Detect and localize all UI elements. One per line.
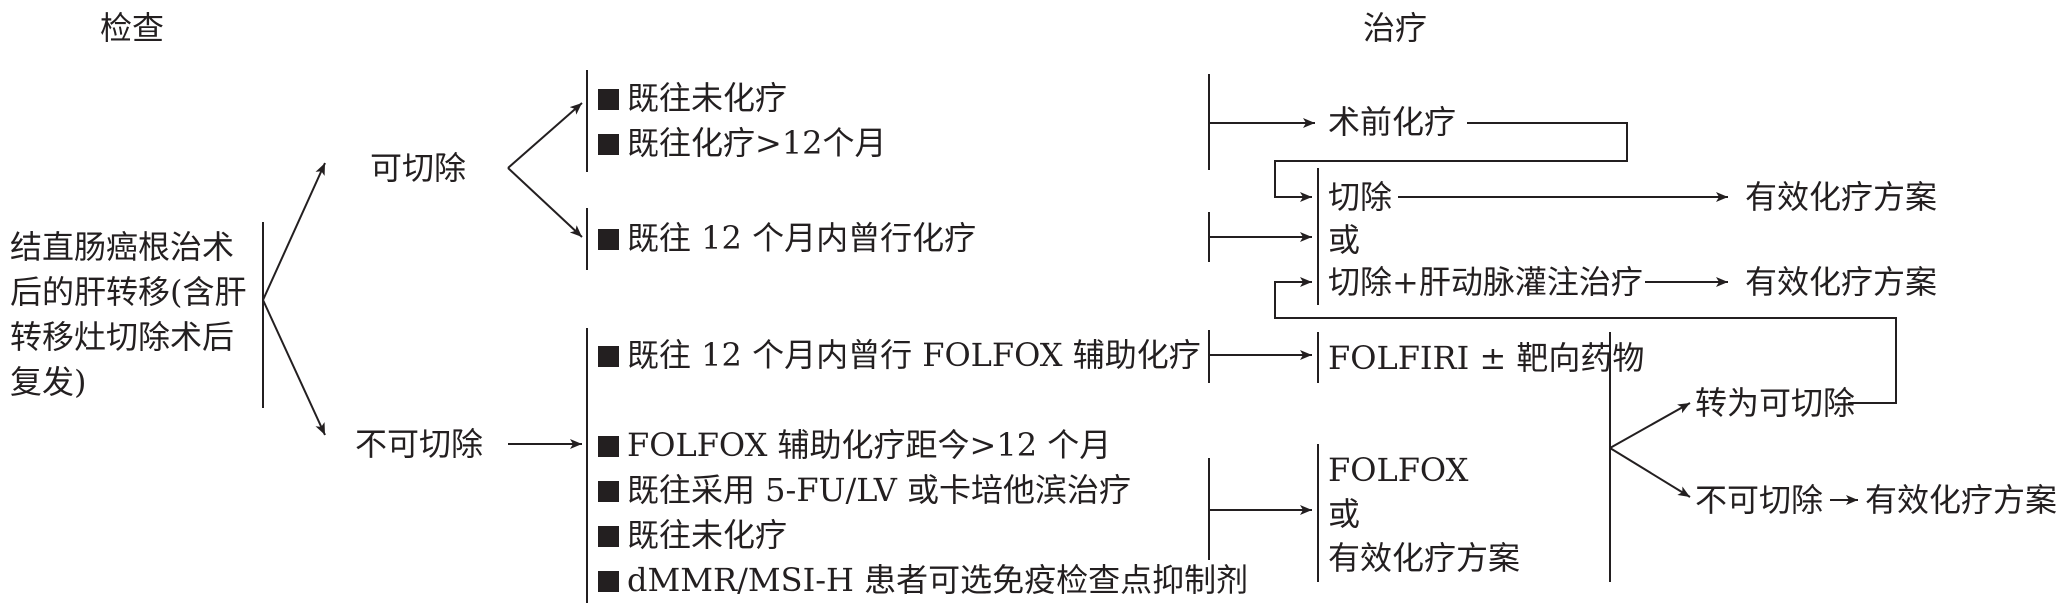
condition-item: dMMR/MSI-H 患者可选免疫检查点抑制剂 bbox=[598, 560, 1248, 600]
treatment-or: 或 bbox=[1328, 495, 1361, 533]
bullet-square bbox=[598, 346, 619, 367]
bullet-square bbox=[598, 526, 619, 547]
treatment-folfox: FOLFOX bbox=[1328, 451, 1469, 489]
condition-item: 既往未化疗 bbox=[598, 515, 787, 555]
bullet-square bbox=[598, 481, 619, 502]
treatment-folfiri: FOLFIRI ± 靶向药物 bbox=[1328, 339, 1645, 377]
root-line-2: 后的肝转移(含肝 bbox=[10, 273, 247, 311]
bullet-square bbox=[598, 134, 619, 155]
bullet-square bbox=[598, 89, 619, 110]
outcome-still-unresectable: 不可切除 bbox=[1695, 481, 1824, 519]
arrow-resectable-to-group1 bbox=[507, 102, 583, 169]
condition-item: 既往未化疗 bbox=[598, 78, 787, 118]
root-line-1: 结直肠癌根治术 bbox=[10, 228, 235, 266]
condition-text: 既往 12 个月内曾行化疗 bbox=[627, 219, 977, 257]
outcome-effective-regimen: 有效化疗方案 bbox=[1865, 481, 2056, 519]
bullet-square bbox=[598, 229, 619, 250]
header-exam: 检查 bbox=[100, 9, 165, 47]
condition-item: 既往采用 5-FU/LV 或卡培他滨治疗 bbox=[598, 470, 1131, 510]
condition-item: FOLFOX 辅助化疗距今>12 个月 bbox=[598, 425, 1111, 465]
treatment-or: 或 bbox=[1328, 221, 1361, 259]
arrow-root-to-resectable bbox=[262, 162, 326, 301]
arrow-to-convert-resectable bbox=[1609, 402, 1691, 449]
arrow-to-still-unresectable bbox=[1609, 447, 1691, 498]
root-line-3: 转移灶切除术后 bbox=[10, 318, 235, 356]
condition-text: 既往化疗>12个月 bbox=[627, 124, 887, 162]
condition-text: 既往未化疗 bbox=[627, 516, 788, 554]
header-treatment: 治疗 bbox=[1363, 9, 1428, 47]
treatment-neoadjuvant: 术前化疗 bbox=[1328, 103, 1457, 141]
branch-resectable: 可切除 bbox=[370, 149, 467, 187]
condition-text: 既往 12 个月内曾行 FOLFOX 辅助化疗 bbox=[627, 336, 1201, 374]
condition-text: dMMR/MSI-H 患者可选免疫检查点抑制剂 bbox=[627, 561, 1249, 599]
bullet-square bbox=[598, 436, 619, 457]
condition-item: 既往 12 个月内曾行 FOLFOX 辅助化疗 bbox=[598, 335, 1201, 375]
outcome-convert-resectable: 转为可切除 bbox=[1695, 384, 1856, 422]
condition-item: 既往化疗>12个月 bbox=[598, 123, 887, 163]
connector-convert-to-resection bbox=[1274, 277, 1897, 404]
condition-text: 既往未化疗 bbox=[627, 79, 788, 117]
treatment-effective-regimen: 有效化疗方案 bbox=[1328, 539, 1521, 577]
condition-item: 既往 12 个月内曾行化疗 bbox=[598, 218, 976, 258]
condition-text: FOLFOX 辅助化疗距今>12 个月 bbox=[627, 426, 1112, 464]
arrow-root-to-unresectable bbox=[262, 299, 326, 436]
outcome-effective-regimen: 有效化疗方案 bbox=[1745, 178, 1938, 216]
root-line-4: 复发) bbox=[10, 363, 87, 401]
treatment-resection: 切除 bbox=[1328, 178, 1393, 216]
condition-text: 既往采用 5-FU/LV 或卡培他滨治疗 bbox=[627, 471, 1132, 509]
branch-unresectable: 不可切除 bbox=[355, 425, 484, 463]
arrow-resectable-to-group2 bbox=[507, 167, 583, 238]
connector-neoadjuvant-to-resection bbox=[1274, 122, 1628, 202]
outcome-effective-regimen: 有效化疗方案 bbox=[1745, 263, 1938, 301]
bullet-square bbox=[598, 571, 619, 592]
treatment-resection-hai: 切除+肝动脉灌注治疗 bbox=[1328, 263, 1643, 301]
